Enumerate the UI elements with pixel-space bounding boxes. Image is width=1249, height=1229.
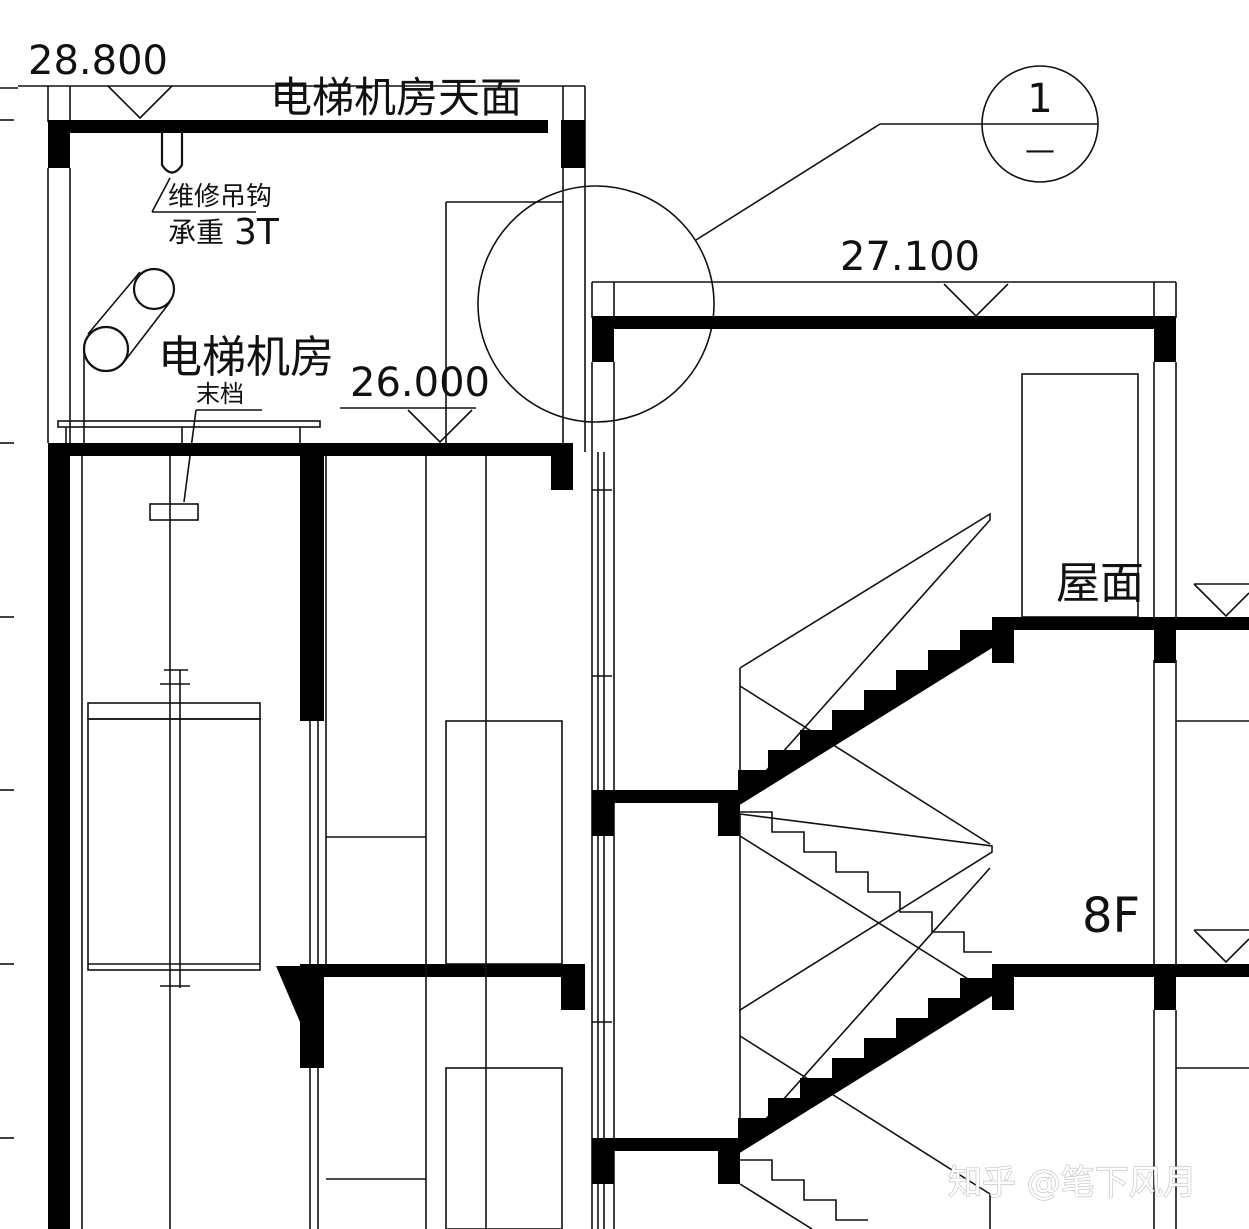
- roof-slab-beam-right: [1154, 617, 1176, 663]
- level-marker-27100: 27.100: [840, 234, 1009, 318]
- floor-8f-label: 8F: [1082, 888, 1140, 944]
- elevator-car: [87, 456, 261, 1229]
- machine-room-roof-outline: [18, 85, 586, 452]
- landing-beam-8f-right: [718, 1138, 740, 1184]
- stair-roof-beam-left: [592, 316, 614, 362]
- level-28800-text: 28.800: [28, 38, 168, 84]
- shaft-beam-8f: [561, 964, 585, 1010]
- hook-load-value: 3T: [234, 212, 280, 253]
- machine-room-roof-slab: [48, 120, 548, 133]
- floor-8f-beam-right: [1154, 964, 1176, 1010]
- shaft-floor-slab-8f: [300, 964, 585, 977]
- roof-slab-beam-left: [992, 617, 1014, 663]
- landing-beam-8f-left: [592, 1138, 614, 1184]
- maintenance-hook-label: 维修吊钩: [168, 182, 272, 212]
- shaft-wall-mid-lower: [300, 964, 324, 1068]
- traction-sheave-icon: [82, 267, 176, 443]
- maintenance-hook-icon: [151, 133, 256, 213]
- floor-8f-slab: [992, 964, 1249, 977]
- floor-8f-level-marker: [1193, 929, 1249, 964]
- shaft-wall-left: [48, 443, 70, 1229]
- stair-flight-bottom: [739, 1159, 991, 1229]
- hook-load-prefix: 承重: [168, 216, 224, 249]
- stair-landing-9f: [592, 790, 740, 803]
- stair-flight-middle: [739, 811, 993, 1012]
- landing-beam-9f-left: [592, 790, 614, 836]
- floor-beam-right: [551, 443, 573, 490]
- machine-room-roof-label: 电梯机房天面: [270, 73, 522, 122]
- shaft-wall-mid-upper: [300, 443, 324, 721]
- level-marker-28800: 28.800: [28, 38, 173, 120]
- landing-beam-9f-right: [718, 790, 740, 836]
- level-marker-26000: 26.000: [340, 360, 490, 444]
- detail-callout: 1 —: [445, 65, 1099, 443]
- roof-level-marker: [1193, 583, 1249, 618]
- roof-beam-left: [48, 120, 70, 168]
- stair-flight-upper: [738, 512, 992, 845]
- stair-flight-lower: [738, 867, 992, 1195]
- shaft-guide-lines: [81, 456, 563, 1229]
- watermark: 知乎 @笔下风月: [948, 1163, 1197, 1203]
- level-26000-text: 26.000: [350, 360, 490, 406]
- stair-roof-beam-right: [1154, 316, 1176, 362]
- detail-number: 1: [1027, 76, 1052, 122]
- elevator-shaft-section: 28.800 电梯机房天面 维修吊钩 承重 3T 电梯机房 末档: [0, 38, 612, 1229]
- roof-slab: [992, 617, 1249, 630]
- level-27100-text: 27.100: [840, 234, 980, 280]
- stair-roof-slab: [592, 316, 1176, 329]
- buffer-stop-label: 末档: [196, 380, 244, 408]
- machine-base: [57, 420, 321, 443]
- axis-ticks: [0, 87, 18, 1139]
- detail-sheet: —: [1025, 133, 1055, 168]
- roof-label: 屋面: [1056, 558, 1144, 609]
- stair-core-section: 27.100 屋面 8F: [591, 234, 1249, 1229]
- roof-beam-right: [561, 120, 585, 168]
- stair-roof-outline: [591, 281, 1177, 1229]
- slab-haunch: [276, 966, 300, 1022]
- floor-8f-beam-left: [992, 964, 1014, 1010]
- stair-landing-8f: [592, 1138, 740, 1151]
- machine-room-label: 电梯机房: [158, 332, 334, 383]
- party-wall-lines: [592, 452, 612, 1229]
